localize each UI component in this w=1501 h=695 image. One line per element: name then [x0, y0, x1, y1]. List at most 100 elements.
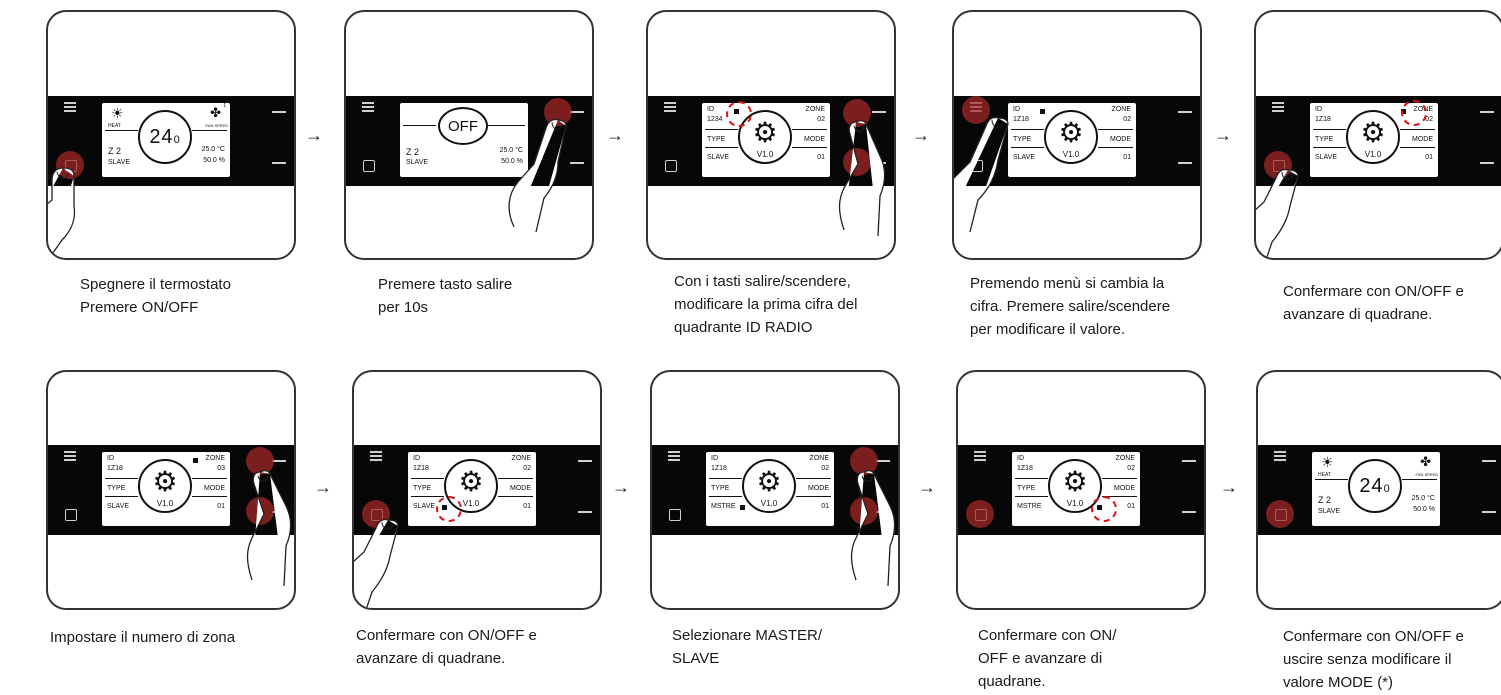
press-up-highlight: [843, 99, 871, 127]
thermostat-panel: ☀ HEAT ✤ 1 FAN SPEED Z 2 SLAVE 25.0 °C 5…: [48, 96, 294, 186]
down-icon[interactable]: [1182, 511, 1196, 513]
type-label: TYPE: [413, 485, 432, 492]
thermostat-panel: ID 1Z18 ZONE 03 TYPE MODE SLAVE 01 ⚙ V1.…: [48, 445, 294, 535]
menu-icon[interactable]: [664, 102, 676, 114]
cursor-square: [740, 505, 745, 510]
id-label: ID: [413, 455, 420, 462]
menu-icon[interactable]: [1274, 451, 1286, 463]
temp-main: 24: [1359, 474, 1384, 497]
menu-icon[interactable]: [974, 451, 986, 463]
up-icon[interactable]: [272, 111, 286, 113]
finger-icon: [48, 167, 76, 258]
id-value: 1Z18: [1315, 116, 1331, 123]
main-display: ID 1Z18 ZONE 02 TYPE MODE MSTRE 01 ⚙ V1.…: [1012, 452, 1140, 526]
mode-value: 01: [217, 503, 225, 510]
temperature-dial: 240: [138, 110, 192, 164]
main-display: ID 1Z18 ZONE 03 TYPE MODE SLAVE 01 ⚙ V1.…: [102, 452, 230, 526]
finger-icon: [850, 470, 896, 587]
menu-icon[interactable]: [1272, 102, 1284, 114]
settings-dial: ⚙ V1.0: [742, 459, 796, 513]
step-4-panel: ID 1Z18 ZONE 02 TYPE MODE SLAVE 01 ⚙ V1.…: [952, 10, 1202, 260]
down-icon[interactable]: [1178, 162, 1192, 164]
step-3-panel: ID 1234 ZONE 02 TYPE MODE SLAVE 01 ⚙ V1.…: [646, 10, 896, 260]
thermostat-panel: ☀ HEAT ✤ FAN SPEED Z 2 SLAVE 25.0 °C 50.…: [1258, 445, 1501, 535]
main-display: ID 1Z18 ZONE 02 TYPE MODE SLAVE 01 ⚙ V1.…: [1310, 103, 1438, 177]
arrow-icon: →: [912, 125, 930, 145]
finger-icon: [354, 518, 399, 608]
slave-label: SLAVE: [707, 154, 730, 161]
id-label: ID: [1017, 455, 1024, 462]
slave-label: SLAVE: [413, 503, 436, 510]
slave-label: SLAVE: [1315, 154, 1338, 161]
step-10-panel: ☀ HEAT ✤ FAN SPEED Z 2 SLAVE 25.0 °C 50.…: [1256, 370, 1501, 610]
mode-value: 01: [1425, 154, 1433, 161]
menu-icon[interactable]: [64, 451, 76, 463]
sun-icon: ☀: [111, 105, 124, 121]
up-icon[interactable]: [1480, 111, 1494, 113]
step-1-panel: ☀ HEAT ✤ 1 FAN SPEED Z 2 SLAVE 25.0 °C 5…: [46, 10, 296, 260]
down-icon[interactable]: [578, 511, 592, 513]
zone-value: 02: [523, 465, 531, 472]
id-value: 1Z18: [107, 465, 123, 472]
up-icon[interactable]: [570, 111, 584, 113]
arrow-icon: →: [305, 125, 323, 145]
off-label: OFF: [448, 117, 478, 135]
settings-dial: ⚙ V1.0: [138, 459, 192, 513]
arrow-icon: →: [314, 477, 332, 497]
finger-icon: [954, 116, 1009, 233]
zone-label: ZONE: [1115, 455, 1135, 462]
main-display: OFF Z 2 SLAVE 25.0 °C 50.0 %: [400, 103, 528, 177]
menu-icon[interactable]: [370, 451, 382, 463]
down-icon[interactable]: [1480, 162, 1494, 164]
zone-short: Z 2: [108, 146, 122, 156]
menu-icon[interactable]: [64, 102, 76, 114]
down-icon[interactable]: [570, 162, 584, 164]
mode-label: MODE: [804, 136, 825, 143]
finger-icon: [838, 120, 886, 237]
up-icon[interactable]: [272, 460, 286, 462]
id-label: ID: [1013, 106, 1020, 113]
step-caption: Selezionare MASTER/SLAVE: [672, 627, 823, 667]
master-label: MSTRE: [1017, 503, 1042, 510]
up-icon[interactable]: [876, 460, 890, 462]
zone-label: ZONE: [809, 455, 829, 462]
up-icon[interactable]: [1178, 111, 1192, 113]
main-display: ☀ HEAT ✤ FAN SPEED Z 2 SLAVE 25.0 °C 50.…: [1312, 452, 1440, 526]
onoff-icon[interactable]: [669, 509, 681, 521]
up-icon[interactable]: [1482, 460, 1496, 462]
master-label: MSTRE: [711, 503, 736, 510]
mode-value: 01: [821, 503, 829, 510]
heat-label: HEAT: [108, 123, 121, 129]
settings-dial: ⚙ V1.0: [1044, 110, 1098, 164]
zone-label: ZONE: [805, 106, 825, 113]
onoff-icon[interactable]: [665, 160, 677, 172]
menu-icon[interactable]: [668, 451, 680, 463]
press-onoff-highlight: [56, 151, 84, 179]
arrow-icon: →: [606, 125, 624, 145]
up-icon[interactable]: [578, 460, 592, 462]
version-label: V1.0: [1364, 150, 1382, 159]
onoff-icon[interactable]: [65, 509, 77, 521]
fan-level: 1: [223, 103, 226, 109]
slave-label: SLAVE: [1318, 508, 1341, 515]
down-icon[interactable]: [272, 162, 286, 164]
arrow-icon: →: [918, 477, 936, 497]
mode-value: 01: [817, 154, 825, 161]
slave-label: SLAVE: [108, 159, 131, 166]
up-icon[interactable]: [1182, 460, 1196, 462]
gear-icon: ⚙: [1058, 117, 1084, 148]
off-dial: OFF: [438, 107, 488, 145]
menu-icon[interactable]: [362, 102, 374, 114]
zone-value: 02: [1425, 116, 1433, 123]
arrow-icon: →: [1214, 125, 1232, 145]
zone-value: 02: [821, 465, 829, 472]
thermostat-panel: ID 1Z18 ZONE 02 TYPE MODE MSTRE 01 ⚙ V1.…: [958, 445, 1204, 535]
down-icon[interactable]: [1482, 511, 1496, 513]
onoff-icon[interactable]: [363, 160, 375, 172]
up-icon[interactable]: [872, 111, 886, 113]
temp-main: 24: [149, 125, 174, 148]
thermostat-panel: OFF Z 2 SLAVE 25.0 °C 50.0 %: [346, 96, 592, 186]
